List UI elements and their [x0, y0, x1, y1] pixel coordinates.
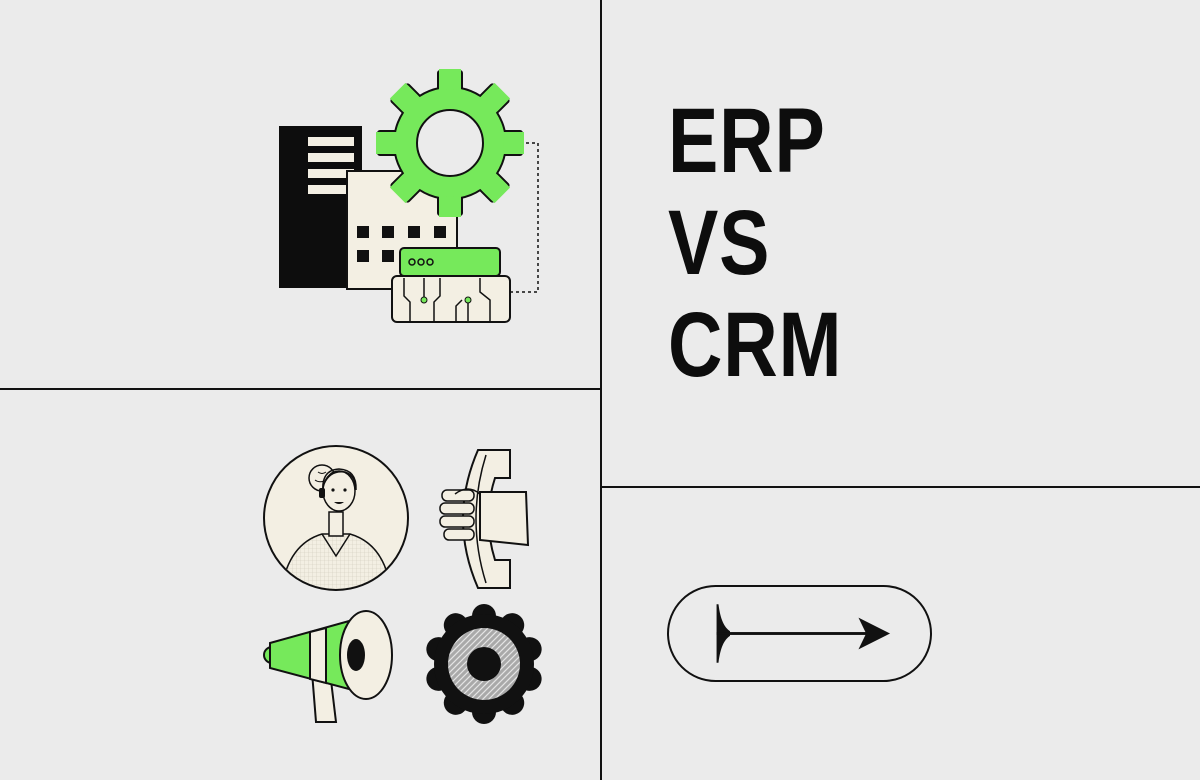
- dotted-connector: [508, 142, 539, 293]
- server-icon: [399, 247, 501, 277]
- circuit-board-icon: [391, 275, 511, 323]
- left-horizontal-divider: [0, 388, 601, 390]
- phone-handset-icon: [439, 449, 530, 589]
- erp-illustration: [279, 69, 539, 323]
- gear-icon: [376, 69, 524, 217]
- settings-gear-icon: [426, 604, 542, 724]
- title-line-vs: VS: [668, 192, 771, 294]
- customer-avatar-icon: [263, 445, 409, 591]
- arrow-right-icon: [716, 604, 891, 663]
- title-line-erp: ERP: [668, 90, 826, 192]
- vertical-divider: [600, 0, 602, 780]
- next-arrow-button[interactable]: [667, 585, 932, 682]
- megaphone-icon: [263, 610, 393, 723]
- right-horizontal-divider: [601, 486, 1200, 488]
- title-line-crm: CRM: [668, 294, 843, 396]
- crm-illustration: [263, 445, 542, 724]
- page-title: ERP VS CRM: [668, 90, 1008, 396]
